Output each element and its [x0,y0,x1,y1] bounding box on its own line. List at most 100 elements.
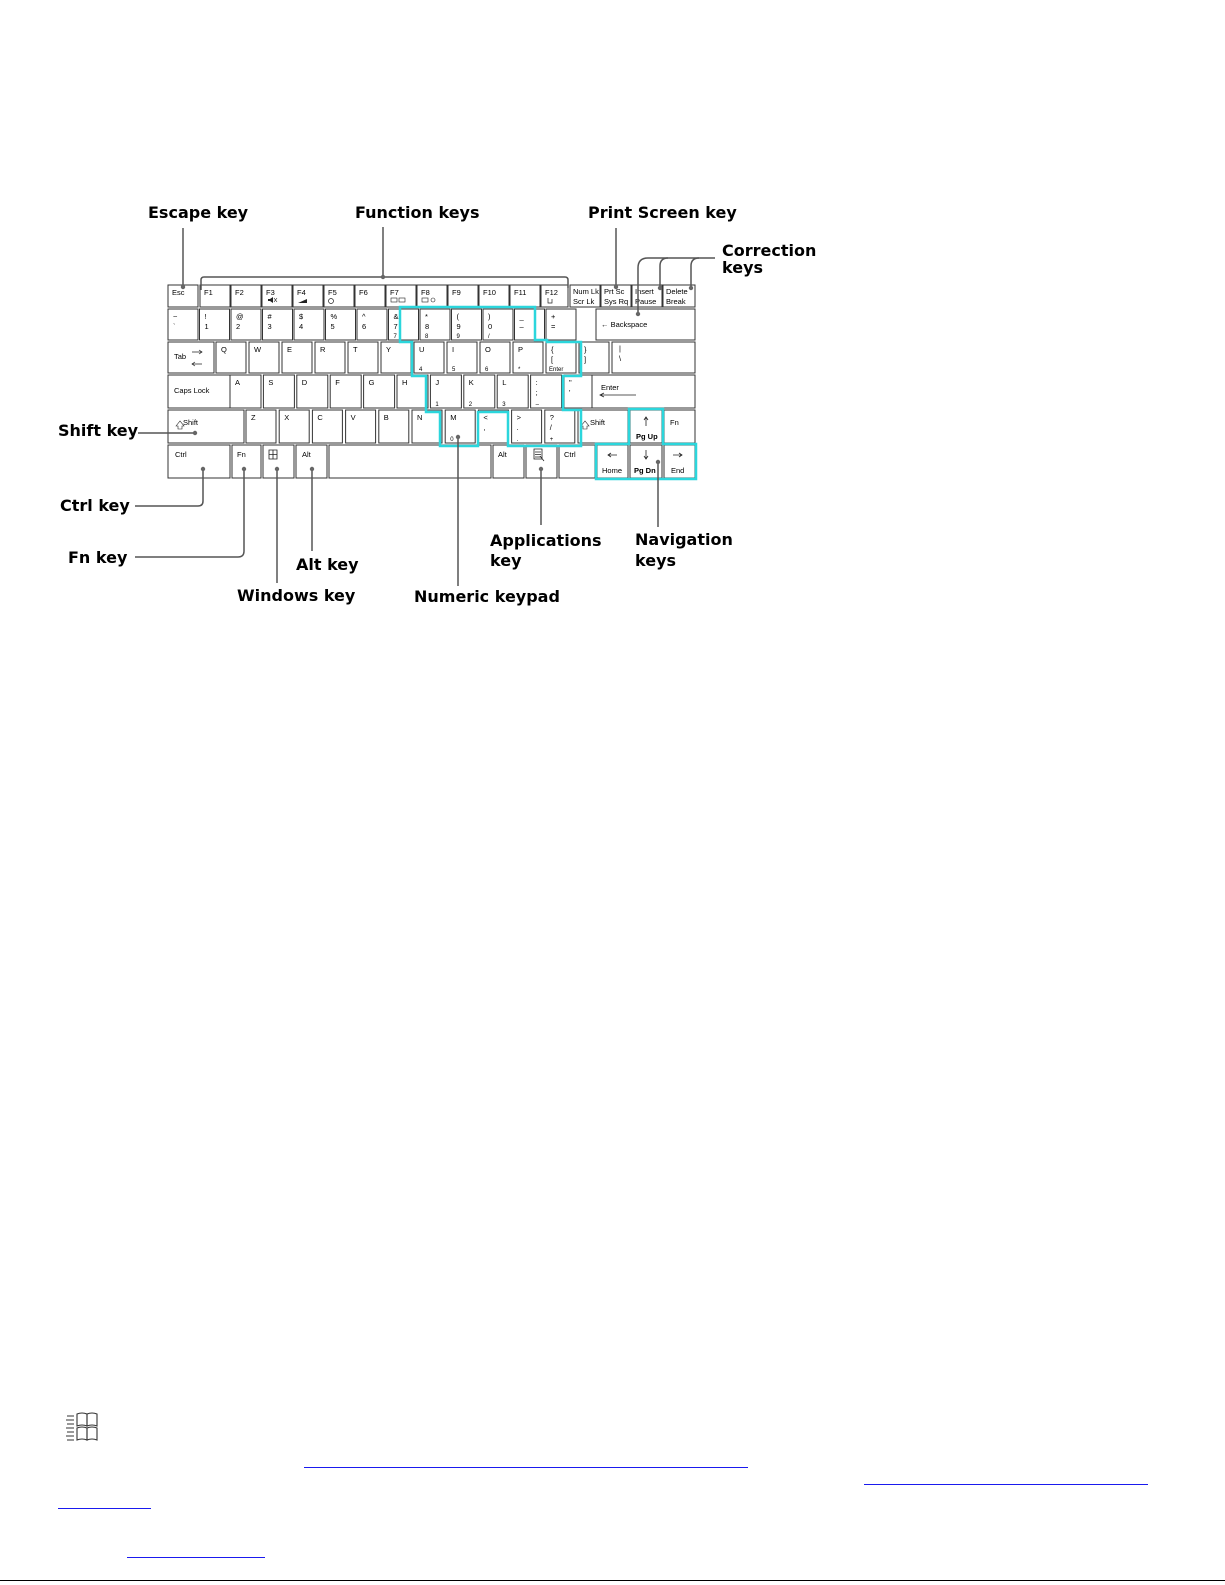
key-top-label: O [485,345,491,354]
enter-arrow-icon [599,392,636,398]
key-bottom-label: 8 [425,322,429,331]
callout-applications-key: Applications [490,531,602,550]
key [512,341,544,374]
key-top-label: { [551,345,554,354]
right-arrow-icon [673,452,683,458]
key [388,308,419,341]
key-bottom-label: / [550,423,553,432]
key [413,341,445,374]
key-page-down-label: Pg Dn [634,466,656,475]
key-pipe-label: | [619,344,621,353]
key-top-label: } [584,345,587,354]
key-ctrl-right-label: Ctrl [564,450,576,459]
number-row: ~`!1@2#3$4%5^6&77*88(99)0/_–+= [167,308,577,341]
key-top-label: K [469,378,474,387]
key-top-label: N [417,413,422,422]
key-numpad-label: 5 [452,367,456,373]
key-bottom-label: 4 [299,322,303,331]
key [230,308,262,341]
key-bottom-label: ] [584,355,586,364]
link-3[interactable] [127,1557,265,1558]
applications-key-icon [533,448,545,462]
key-f9-label: F9 [452,288,461,297]
key-top-label: ~ [173,312,178,321]
key-top-label: & [394,312,399,321]
key-top-label: ! [205,312,207,321]
key-alt-right-label: Alt [498,450,508,459]
key-esc-label: Esc [172,288,185,297]
key [444,409,476,444]
key-f5-label: F5 [328,288,337,297]
callout-escape-key: Escape key [148,203,249,222]
link-2-continued[interactable] [58,1508,151,1509]
key-f11-label: F11 [514,288,526,297]
key [380,341,412,374]
key [262,308,293,341]
link-2[interactable] [864,1484,1148,1485]
key-f8-label: F8 [421,288,430,297]
key-f6 [354,284,386,308]
key-f3 [261,284,293,308]
key-bottom-label: 2 [236,322,240,331]
key-ctrl-right [558,444,596,479]
callout-applications-key-2: key [490,551,522,570]
key-delete-label: Delete [666,287,688,296]
key-numpad-label: – [536,402,540,408]
key-f1-label: F1 [204,288,213,297]
key-top-label: < [483,413,488,422]
hibernate-icon [547,298,553,304]
key-home [596,444,629,479]
key [530,374,563,409]
key-f3-label: F3 [266,288,275,297]
key-bottom-label: 0 [488,322,492,331]
key-ctrl-left-label: Ctrl [175,450,187,459]
key-f4 [292,284,324,308]
link-1[interactable] [304,1467,748,1468]
key-bottom-label: 5 [331,322,335,331]
callout-correction-keys: Correction [722,241,816,260]
key-top-label: ) [488,312,491,321]
key-backslash [611,341,696,374]
key-bottom-label: ' [569,388,571,397]
key-top-label: % [331,312,338,321]
key-top-label: " [569,378,572,387]
key-top-label: _ [519,312,525,321]
tab-arrows-icon [191,349,203,367]
key [325,308,356,341]
key [278,409,310,444]
key-alt-left-label: Alt [302,450,312,459]
key [419,308,451,341]
leader-dots [180,274,694,472]
key-top-label: ( [457,312,460,321]
left-arrow-icon [607,452,617,458]
key-pause-label: Pause [635,297,656,306]
down-arrow-icon [643,450,649,460]
key-top-label: P [518,345,523,354]
key [345,409,377,444]
keyboard-diagram: Escape key Function keys Print Screen ke… [58,203,816,606]
numeric-keypad-outline [398,305,583,448]
key-top-label: H [402,378,407,387]
key-bottom-label: ` [173,322,176,331]
key-top-label: $ [299,312,304,321]
callout-shift-key: Shift key [58,421,139,440]
key [511,409,543,444]
key-top-label: B [384,413,389,422]
key [245,409,277,444]
key-shift-left [167,409,245,444]
key-num-lock-label: Num Lk [573,287,599,296]
key-print-screen-label: Prt Sc [604,287,625,296]
callout-navigation-keys: Navigation [635,530,733,549]
key [545,341,577,374]
windows-key-icon [268,449,278,460]
key-numpad-label: 6 [485,367,489,373]
callout-print-screen-key: Print Screen key [588,203,737,222]
key [496,374,529,409]
key-numpad-label: 7 [394,334,398,340]
key-numpad-label: / [488,334,490,340]
callout-alt-key: Alt key [296,555,359,574]
key-numpad-label: 0 [450,437,454,443]
callout-ctrl-key: Ctrl key [60,496,130,515]
key-f4-label: F4 [297,288,306,297]
